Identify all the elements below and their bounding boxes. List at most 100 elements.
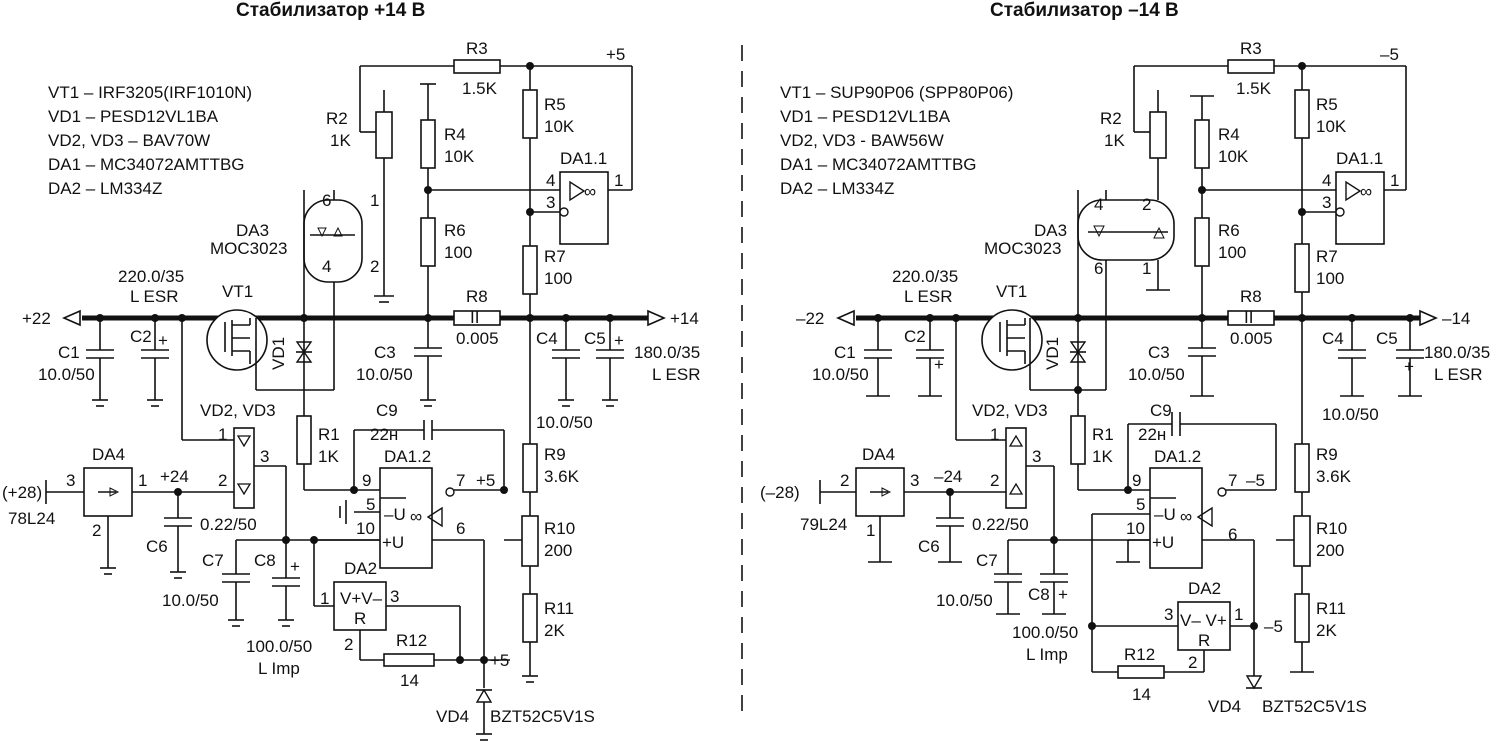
r3-resistor xyxy=(453,59,501,74)
r6-resistor xyxy=(1194,217,1210,267)
r9-ref: R9 xyxy=(1316,445,1338,464)
c1-value: 10.0/50 xyxy=(38,365,95,384)
input-rail-label: +22 xyxy=(22,309,51,328)
r9-value: 3.6K xyxy=(1316,467,1352,486)
r12-ref: R12 xyxy=(396,631,427,650)
vd1-ref: VD1 xyxy=(269,337,288,370)
vd23-pin3: 3 xyxy=(1032,447,1041,466)
r8-value: 0.005 xyxy=(1230,329,1273,348)
r10-ref: R10 xyxy=(544,519,575,538)
da11-pin4: 4 xyxy=(1322,171,1331,190)
output-arrow-icon xyxy=(1419,309,1438,327)
c9-value: 22н xyxy=(370,425,398,444)
r2-ref: R2 xyxy=(326,109,348,128)
da12-plus-u: +U xyxy=(382,533,404,552)
c8-value: 100.0/50 xyxy=(246,637,312,656)
r4-ref: R4 xyxy=(444,125,466,144)
da2-r: R xyxy=(354,609,366,628)
r1-resistor xyxy=(296,415,312,465)
da3-pin1: 1 xyxy=(1142,259,1151,278)
da12-inf: ∞ xyxy=(410,507,422,526)
left-title: Стабилизатор +14 В xyxy=(236,0,425,21)
da12-pin10: 10 xyxy=(356,519,375,538)
c3-ref: C3 xyxy=(374,343,396,362)
r5-resistor xyxy=(1294,89,1310,139)
vd4-zener-icon xyxy=(475,688,493,703)
da3-pin6: 6 xyxy=(1094,259,1103,278)
left-schematic: Стабилизатор +14 В VT1 – IRF3205(IRF1010… xyxy=(2,0,701,741)
r10-potentiometer xyxy=(1293,515,1311,567)
r9-value: 3.6K xyxy=(544,467,580,486)
c2-value: 220.0/35 xyxy=(118,267,184,286)
vd4-node-label: +5 xyxy=(490,651,509,670)
r6-ref: R6 xyxy=(1218,221,1240,240)
r8-shunt-resistor xyxy=(453,310,501,326)
r4-ref: R4 xyxy=(1218,125,1240,144)
r3-ref: R3 xyxy=(1240,39,1262,58)
da11-ref: DA1.1 xyxy=(1336,149,1383,168)
c2-ref: C2 xyxy=(130,327,152,346)
vd23-pin1: 1 xyxy=(218,425,227,444)
vd23-ref: VD2, VD3 xyxy=(972,401,1048,420)
da11-opamp xyxy=(1335,171,1385,245)
c2-plus: + xyxy=(158,331,168,350)
r10-value: 200 xyxy=(1316,541,1344,560)
r5-ref: R5 xyxy=(1316,95,1338,114)
c1-value: 10.0/50 xyxy=(812,365,869,384)
da12-opamp xyxy=(379,467,433,569)
da11-inf: ∞ xyxy=(1360,182,1372,201)
r4-resistor xyxy=(420,119,436,169)
c8-value: 100.0/50 xyxy=(1012,623,1078,642)
da2-ref: DA2 xyxy=(344,559,377,578)
da4-pin1: 1 xyxy=(138,471,147,490)
da12-ref: DA1.2 xyxy=(1154,447,1201,466)
c7-ref: C7 xyxy=(976,551,998,570)
da4-part: 79L24 xyxy=(800,515,847,534)
vd23-diodes xyxy=(233,427,255,509)
da12-plus-u: +U xyxy=(1152,533,1174,552)
output-arrow-icon xyxy=(836,309,855,327)
r4-value: 10K xyxy=(1218,147,1249,166)
r5-resistor xyxy=(522,89,538,139)
da4-pin2: 2 xyxy=(92,521,101,540)
r3-ref: R3 xyxy=(466,39,488,58)
r11-resistor xyxy=(1294,593,1310,643)
da4-pin3: 3 xyxy=(66,471,75,490)
da2-ref: DA2 xyxy=(1188,579,1221,598)
r8-value: 0.005 xyxy=(456,329,499,348)
r10-potentiometer xyxy=(521,515,539,567)
dc-in-label: (+28) xyxy=(2,483,42,502)
da12-pin6: 6 xyxy=(1228,525,1237,544)
da12-pin5: 5 xyxy=(366,495,375,514)
da4-pin3: 3 xyxy=(910,471,919,490)
r7-resistor xyxy=(522,245,538,295)
da12-opamp xyxy=(1149,467,1203,569)
da3-pin2: 2 xyxy=(370,257,379,276)
vd1-diode-icon xyxy=(1069,341,1087,354)
vd4-zener-icon xyxy=(1245,675,1263,690)
right-bom-line: DA2 – LM334Z xyxy=(780,179,894,198)
c6-value: 0.22/50 xyxy=(200,515,257,534)
da2-pins: V– V+ xyxy=(1180,611,1227,630)
c7-value: 10.0/50 xyxy=(162,591,219,610)
da2-pins: V+V– xyxy=(340,589,383,608)
r10-ref: R10 xyxy=(1316,519,1347,538)
r12-resistor xyxy=(383,653,435,667)
c5-value: 180.0/35 xyxy=(1424,343,1490,362)
c2-note: L ESR xyxy=(130,287,179,306)
r8-ref: R8 xyxy=(1240,287,1262,306)
v24-label: –24 xyxy=(934,467,962,486)
c8-plus: + xyxy=(1058,585,1068,604)
da12-pin10: 10 xyxy=(1126,519,1145,538)
r11-ref: R11 xyxy=(1316,599,1346,618)
r12-value: 14 xyxy=(400,671,419,690)
r2-value: 1K xyxy=(1104,131,1125,150)
da4-ref: DA4 xyxy=(92,445,125,464)
v24-label: +24 xyxy=(160,467,189,486)
c2-value: 220.0/35 xyxy=(892,267,958,286)
vd1-diode-icon xyxy=(295,341,313,354)
c8-ref: C8 xyxy=(254,551,276,570)
da2-pin2: 2 xyxy=(344,635,353,654)
da12-pin6: 6 xyxy=(456,519,465,538)
vt1-mosfet-icon xyxy=(981,309,1043,371)
